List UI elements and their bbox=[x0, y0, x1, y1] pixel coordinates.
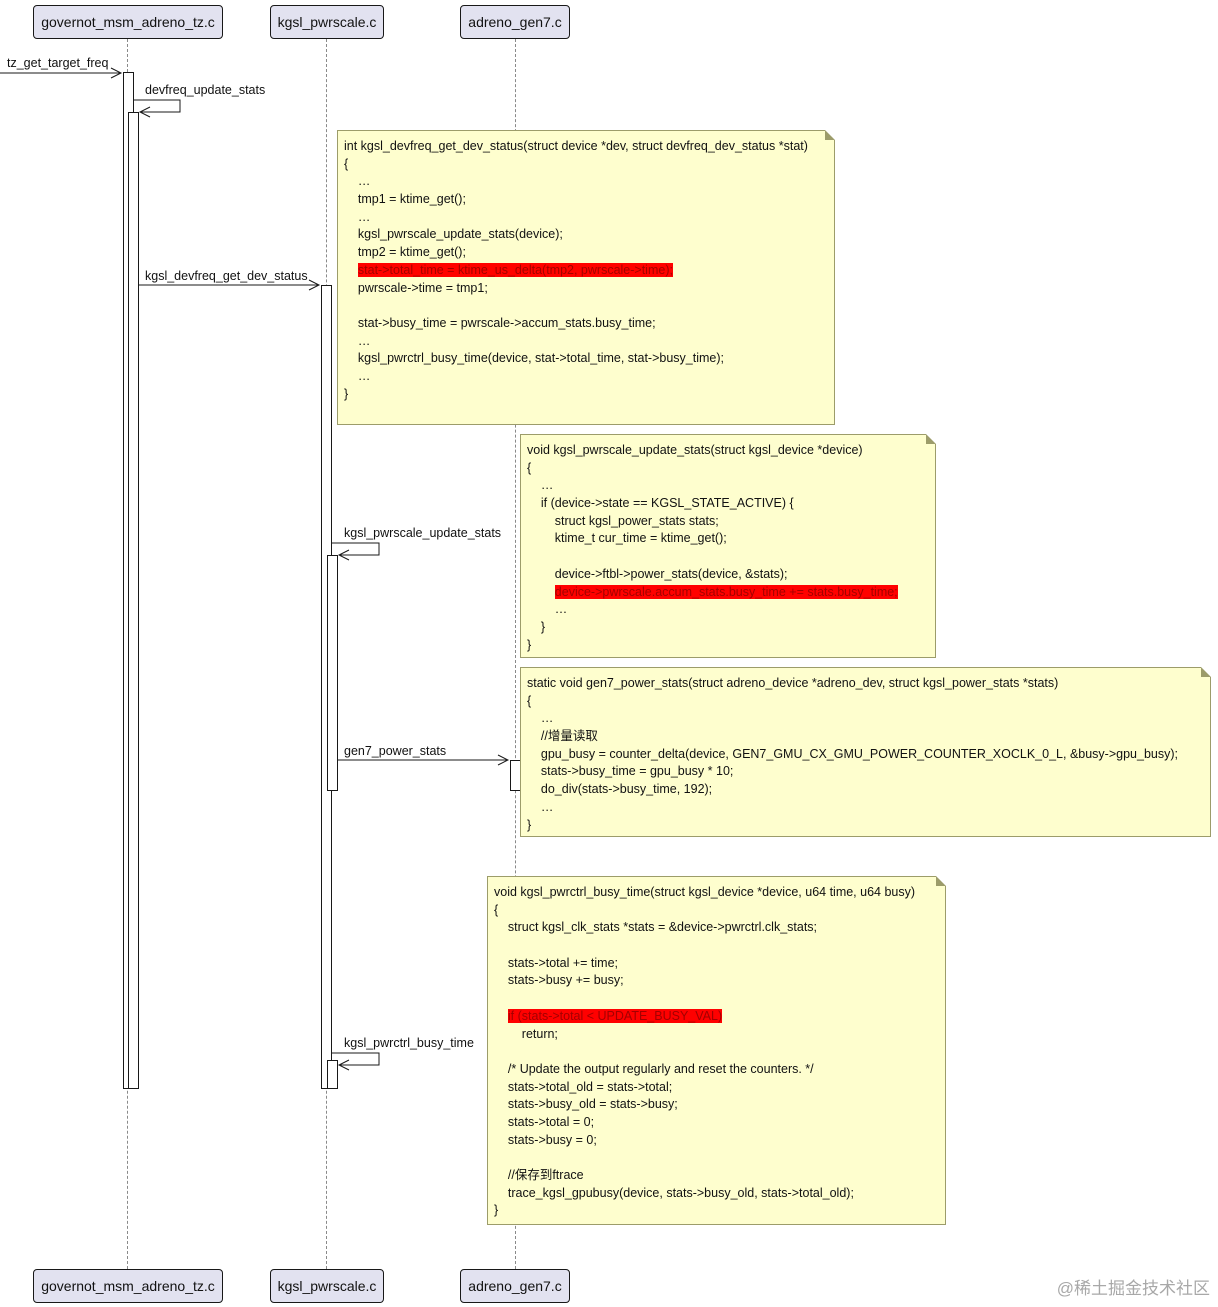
note-gen7-power-stats: static void gen7_power_stats(struct adre… bbox=[520, 667, 1211, 837]
participant-gen7-bottom: adreno_gen7.c bbox=[460, 1269, 570, 1303]
code-line: //增量读取 bbox=[527, 729, 598, 744]
code-line: stats->total += time; bbox=[494, 955, 619, 970]
note-kgsl-devfreq-get-dev-status: int kgsl_devfreq_get_dev_status(struct d… bbox=[337, 130, 835, 425]
msg-kgsl-pwrscale-update-stats: kgsl_pwrscale_update_stats bbox=[344, 526, 502, 540]
watermark: @稀土掘金技术社区 bbox=[1056, 1279, 1210, 1298]
msg-kgsl-devfreq-get-dev-status: kgsl_devfreq_get_dev_status bbox=[145, 269, 308, 283]
code-line: { bbox=[527, 693, 532, 708]
msg-tz-get-target-freq: tz_get_target_freq bbox=[7, 56, 109, 70]
code-line: int kgsl_devfreq_get_dev_status(struct d… bbox=[344, 139, 808, 153]
arrowhead-tz-get-target-freq bbox=[110, 67, 123, 79]
arrow-kgsl-pwrctrl-busy-time bbox=[332, 1052, 380, 1066]
code-line: … bbox=[344, 333, 371, 348]
code-line: ktime_t cur_time = ktime_get(); bbox=[527, 531, 727, 546]
code-line: stat->total_time = ktime_us_delta(tmp2, … bbox=[344, 262, 834, 280]
arrowhead-kgsl-pwrscale-update-stats bbox=[337, 549, 350, 561]
highlighted-code: device->pwrscale.accum_stats.busy_time +… bbox=[554, 584, 898, 599]
code-line: trace_kgsl_gpubusy(device, stats->busy_o… bbox=[494, 1185, 854, 1200]
code-line bbox=[494, 937, 945, 955]
code-line: } bbox=[527, 619, 546, 634]
activation-pwrscale-busy bbox=[327, 1060, 338, 1089]
arrowhead-gen7-power-stats bbox=[497, 754, 510, 766]
code-line: } bbox=[527, 817, 532, 832]
code-line: void kgsl_pwrctrl_busy_time(struct kgsl_… bbox=[494, 885, 916, 899]
participant-governot-top: governot_msm_adreno_tz.c bbox=[33, 5, 223, 39]
code-line: } bbox=[344, 386, 349, 401]
code-line: { bbox=[527, 460, 532, 475]
code-line: stats->busy = 0; bbox=[494, 1132, 597, 1147]
code-line: pwrscale->time = tmp1; bbox=[344, 280, 488, 295]
participant-gen7-top: adreno_gen7.c bbox=[460, 5, 570, 39]
code-line bbox=[344, 297, 834, 315]
code-line: } bbox=[527, 637, 532, 652]
participant-governot-bottom: governot_msm_adreno_tz.c bbox=[33, 1269, 223, 1303]
arrowhead-devfreq-update-stats bbox=[138, 106, 151, 118]
code-line: stats->total = 0; bbox=[494, 1114, 595, 1129]
code-line bbox=[494, 1149, 945, 1167]
msg-gen7-power-stats: gen7_power_stats bbox=[344, 744, 447, 758]
code-line: kgsl_pwrscale_update_stats(device); bbox=[344, 227, 563, 242]
activation-pwrscale-update bbox=[327, 555, 338, 791]
code-line: struct kgsl_power_stats stats; bbox=[527, 513, 719, 528]
code-line bbox=[527, 548, 935, 566]
code-line: … bbox=[527, 711, 554, 726]
code-line: stat->busy_time = pwrscale->accum_stats.… bbox=[344, 315, 656, 330]
code-line: … bbox=[344, 174, 371, 189]
code-line: return; bbox=[494, 1026, 558, 1041]
code-line: … bbox=[527, 602, 568, 617]
code-line: device->ftbl->power_stats(device, &stats… bbox=[527, 566, 788, 581]
lifeline-gen7 bbox=[515, 39, 516, 1269]
code-line: static void gen7_power_stats(struct adre… bbox=[527, 676, 1059, 690]
code-line: gpu_busy = counter_delta(device, GEN7_GM… bbox=[527, 746, 1178, 761]
code-line: device->pwrscale.accum_stats.busy_time +… bbox=[527, 584, 935, 602]
note-kgsl-pwrctrl-busy-time: void kgsl_pwrctrl_busy_time(struct kgsl_… bbox=[487, 876, 946, 1225]
code-line: if (stats->total < UPDATE_BUSY_VAL) bbox=[494, 1008, 945, 1026]
code-line: … bbox=[527, 799, 554, 814]
arrow-kgsl-pwrscale-update-stats bbox=[332, 542, 380, 556]
code-line: … bbox=[344, 209, 371, 224]
code-line: … bbox=[527, 478, 554, 493]
code-line: do_div(stats->busy_time, 192); bbox=[527, 782, 713, 797]
activation-governot-inner bbox=[128, 112, 139, 1089]
highlighted-code: stat->total_time = ktime_us_delta(tmp2, … bbox=[357, 262, 673, 277]
msg-kgsl-pwrctrl-busy-time: kgsl_pwrctrl_busy_time bbox=[344, 1036, 474, 1050]
code-line: stats->total_old = stats->total; bbox=[494, 1079, 673, 1094]
code-line: … bbox=[344, 368, 371, 383]
msg-devfreq-update-stats: devfreq_update_stats bbox=[145, 83, 266, 97]
participant-pwrscale-bottom: kgsl_pwrscale.c bbox=[270, 1269, 384, 1303]
code-line: tmp2 = ktime_get(); bbox=[344, 245, 466, 260]
arrow-devfreq-update-stats bbox=[134, 99, 181, 113]
highlighted-code: if (stats->total < UPDATE_BUSY_VAL) bbox=[507, 1008, 723, 1023]
code-line: stats->busy_old = stats->busy; bbox=[494, 1097, 678, 1112]
code-line: tmp1 = ktime_get(); bbox=[344, 192, 466, 207]
participant-pwrscale-top: kgsl_pwrscale.c bbox=[270, 5, 384, 39]
code-line: struct kgsl_clk_stats *stats = &device->… bbox=[494, 920, 818, 935]
code-line: } bbox=[494, 1203, 499, 1218]
code-line: kgsl_pwrctrl_busy_time(device, stat->tot… bbox=[344, 351, 725, 366]
arrowhead-kgsl-pwrctrl-busy-time bbox=[337, 1059, 350, 1071]
code-line: { bbox=[344, 156, 349, 171]
code-line: //保存到ftrace bbox=[494, 1168, 584, 1182]
code-line: void kgsl_pwrscale_update_stats(struct k… bbox=[527, 443, 863, 457]
code-line: if (device->state == KGSL_STATE_ACTIVE) … bbox=[527, 496, 794, 511]
code-line bbox=[494, 1043, 945, 1061]
arrowhead-kgsl-devfreq-get-dev-status bbox=[308, 279, 321, 291]
code-line: stats->busy_time = gpu_busy * 10; bbox=[527, 764, 734, 779]
code-line: { bbox=[494, 902, 499, 917]
code-line: stats->busy += busy; bbox=[494, 973, 624, 988]
note-kgsl-pwrscale-update-stats: void kgsl_pwrscale_update_stats(struct k… bbox=[520, 434, 936, 658]
code-line bbox=[494, 990, 945, 1008]
code-line: /* Update the output regularly and reset… bbox=[494, 1061, 814, 1076]
